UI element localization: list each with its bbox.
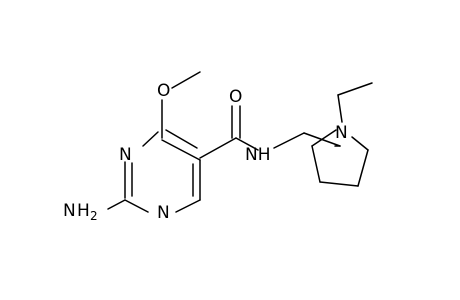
bond-ch2-ch3 bbox=[337, 82, 373, 96]
bond-cd-n bbox=[351, 136, 369, 151]
bond-n1-c6 bbox=[175, 199, 201, 213]
pyrimidine-ring bbox=[124, 129, 201, 213]
bond-c4-n3 bbox=[142, 131, 159, 147]
bond-c5-c4 bbox=[161, 139, 201, 161]
bond-n-ch2 bbox=[337, 94, 343, 123]
bond-ca-cb bbox=[311, 145, 321, 183]
bond-cc-cd bbox=[357, 149, 369, 187]
atom-n-ring-top: N bbox=[119, 145, 132, 165]
atom-n-ring-bottom: N bbox=[157, 203, 170, 223]
atom-amine-subscript: 2 bbox=[90, 209, 98, 223]
atom-amine-h: H bbox=[77, 201, 90, 221]
bond-c4-c5-double bbox=[165, 129, 198, 149]
pyrrolidine-ring bbox=[311, 129, 369, 187]
atom-amine-n: N bbox=[63, 201, 76, 221]
bond-cb-cc bbox=[319, 181, 359, 187]
atom-pyrrolidine-n: N bbox=[335, 123, 348, 143]
atom-methoxy-o: O bbox=[157, 81, 170, 101]
bond-o-ch3 bbox=[171, 71, 201, 89]
atom-carbonyl-o: O bbox=[229, 87, 242, 107]
amino-group bbox=[107, 199, 126, 210]
bond-ca-n bbox=[311, 129, 337, 147]
bond-nh-ch2 bbox=[273, 132, 305, 149]
ethyl-group bbox=[337, 82, 373, 123]
bond-c2-n1 bbox=[124, 199, 149, 213]
methoxy-group bbox=[161, 71, 201, 139]
atom-amide-nh: NH bbox=[245, 145, 271, 165]
bond-c5-carbonyl bbox=[199, 137, 237, 159]
bond-c2-nh2 bbox=[107, 199, 126, 210]
bond-c-nh bbox=[235, 137, 259, 151]
